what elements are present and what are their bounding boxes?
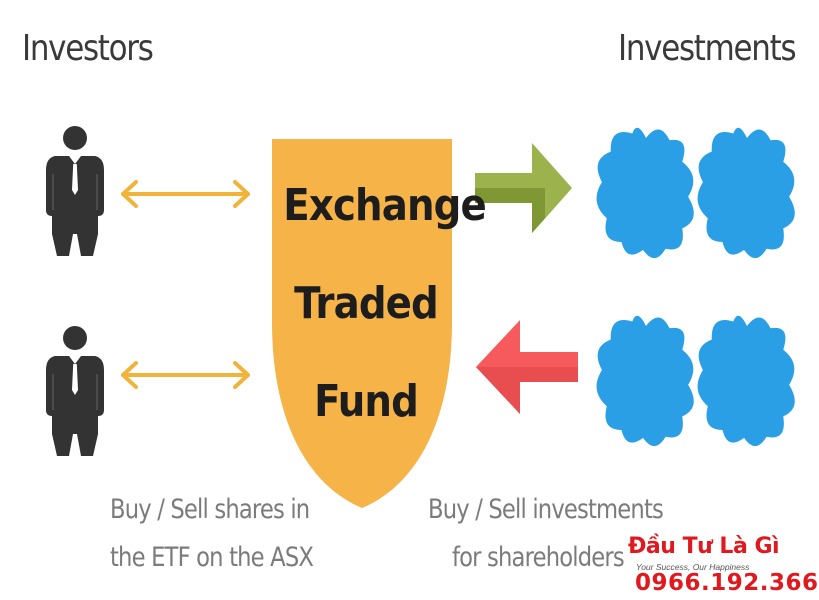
watermark-tagline: Your Success, Our Happiness	[636, 562, 750, 572]
etf-label-fund: Fund	[314, 376, 419, 427]
investments-title: Investments	[618, 28, 797, 69]
caption-investments-line1: Buy / Sell investments	[428, 494, 664, 525]
arrow-to-investments	[475, 143, 572, 233]
arrow-from-investments	[476, 320, 578, 414]
investment-cloud-icon-3	[596, 315, 694, 447]
investment-cloud-icon-4	[697, 315, 795, 447]
etf-diagram	[45, 125, 795, 508]
caption-investors-line1: Buy / Sell shares in	[110, 494, 310, 525]
caption-investments-line2: for shareholders	[452, 542, 625, 573]
caption-investors-line2: the ETF on the ASX	[110, 542, 314, 573]
watermark-phone: 0966.192.366	[635, 570, 819, 596]
fund-shield	[272, 139, 452, 508]
double-arrow-bottom	[121, 361, 250, 389]
etf-label-traded: Traded	[294, 278, 439, 329]
double-arrow-top	[121, 180, 250, 208]
investor-person-icon-top	[45, 125, 105, 257]
etf-label-exchange: Exchange	[283, 180, 486, 231]
investment-cloud-icon-2	[697, 127, 795, 259]
investor-person-icon-bottom	[45, 325, 105, 457]
investors-title: Investors	[22, 28, 154, 69]
investment-cloud-icon-1	[596, 127, 694, 259]
watermark-brand-name: Đầu Tư Là Gì	[628, 534, 780, 559]
